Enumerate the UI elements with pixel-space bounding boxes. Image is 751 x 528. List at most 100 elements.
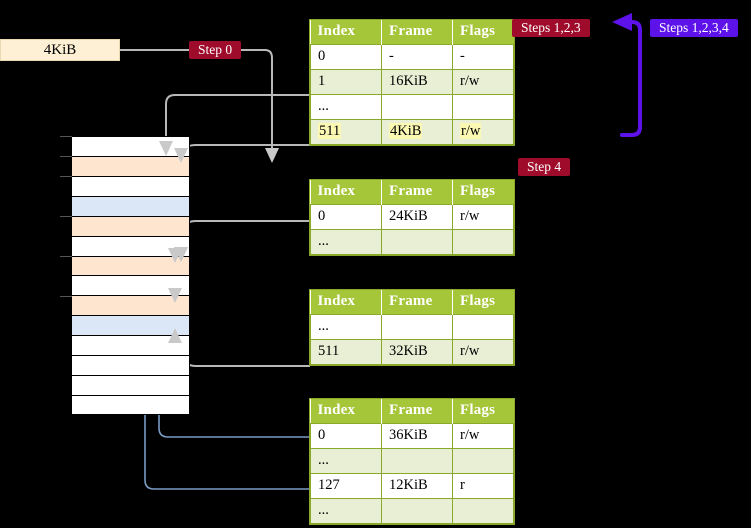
memory-block-white	[71, 275, 190, 296]
size-label-4kib: 4KiB	[0, 39, 120, 61]
memory-tick	[60, 176, 72, 177]
memory-block-white	[71, 394, 190, 415]
cell-flags: r/w	[452, 339, 514, 365]
column-header-frame: Frame	[381, 20, 453, 45]
cell-frame	[381, 498, 453, 524]
memory-block-white	[71, 335, 190, 356]
cell-frame: 36KiB	[381, 423, 453, 449]
column-header-flags: Flags	[452, 180, 514, 205]
memory-block-white	[71, 136, 190, 156]
cell-frame: 12KiB	[381, 473, 453, 499]
column-header-index: Index	[310, 180, 382, 205]
cell-flags: r/w	[452, 119, 514, 145]
memory-column	[71, 136, 190, 415]
badge-step-0: Step 0	[189, 41, 242, 59]
cell-flags: r/w	[452, 423, 514, 449]
table-row: ...	[310, 314, 514, 340]
cell-index: ...	[310, 94, 382, 120]
column-header-flags: Flags	[452, 20, 514, 45]
cell-index: 0	[310, 423, 382, 449]
cell-flags: -	[452, 44, 514, 70]
memory-tick	[60, 136, 72, 137]
cell-index: ...	[310, 498, 382, 524]
table-row: ...	[310, 94, 514, 120]
badge-steps-1234: Steps 1,2,3,4	[650, 19, 738, 37]
cell-index: 511	[310, 339, 382, 365]
column-header-frame: Frame	[381, 180, 453, 205]
cell-flags	[452, 314, 514, 340]
cell-flags: r/w	[452, 204, 514, 230]
memory-block-blue	[71, 195, 190, 216]
memory-block-white	[71, 235, 190, 256]
highlighted-value: r/w	[460, 123, 482, 139]
column-header-frame: Frame	[381, 399, 453, 424]
cell-index: 1	[310, 69, 382, 95]
cell-flags: r	[452, 473, 514, 499]
cell-frame: 24KiB	[381, 204, 453, 230]
cell-index: 0	[310, 44, 382, 70]
memory-tick	[60, 296, 72, 297]
table-header-row: Index Frame Flags	[310, 180, 514, 205]
memory-block-blue	[71, 315, 190, 336]
size-label-text: 4KiB	[43, 41, 77, 58]
memory-block-orange	[71, 155, 190, 176]
badge-steps-123: Steps 1,2,3	[512, 19, 590, 37]
memory-tick	[60, 156, 72, 157]
highlighted-value: 4KiB	[389, 123, 423, 139]
column-header-frame: Frame	[381, 290, 453, 315]
table-header-row: Index Frame Flags	[310, 20, 514, 45]
badge-step-4: Step 4	[518, 158, 571, 176]
cell-index: ...	[310, 229, 382, 255]
cell-index: 127	[310, 473, 382, 499]
column-header-flags: Flags	[452, 290, 514, 315]
memory-block-orange	[71, 295, 190, 316]
cell-frame: -	[381, 44, 453, 70]
cell-frame: 16KiB	[381, 69, 453, 95]
highlighted-value: 511	[318, 123, 342, 139]
table-row: ...	[310, 448, 514, 474]
cell-flags	[452, 448, 514, 474]
cell-index: 511	[310, 119, 382, 145]
memory-block-orange	[71, 215, 190, 236]
table-row: ...	[310, 498, 514, 524]
column-header-index: Index	[310, 20, 382, 45]
memory-tick	[60, 256, 72, 257]
cell-flags	[452, 94, 514, 120]
table-row: ...	[310, 229, 514, 255]
column-header-index: Index	[310, 399, 382, 424]
memory-block-orange	[71, 255, 190, 276]
cell-index: ...	[310, 314, 382, 340]
table-row: 0--	[310, 44, 514, 70]
cell-flags	[452, 498, 514, 524]
cell-frame	[381, 314, 453, 340]
memory-block-white	[71, 175, 190, 196]
column-header-index: Index	[310, 290, 382, 315]
table-header-row: Index Frame Flags	[310, 399, 514, 424]
cell-index: ...	[310, 448, 382, 474]
cell-frame	[381, 94, 453, 120]
memory-block-white	[71, 355, 190, 376]
cell-frame: 4KiB	[381, 119, 453, 145]
cell-flags: r/w	[452, 69, 514, 95]
cell-flags	[452, 229, 514, 255]
table-header-row: Index Frame Flags	[310, 290, 514, 315]
cell-index: 0	[310, 204, 382, 230]
cell-frame: 32KiB	[381, 339, 453, 365]
memory-block-white	[71, 375, 190, 395]
column-header-flags: Flags	[452, 399, 514, 424]
cell-frame	[381, 448, 453, 474]
table-row: 511 4KiB r/w	[310, 119, 514, 145]
